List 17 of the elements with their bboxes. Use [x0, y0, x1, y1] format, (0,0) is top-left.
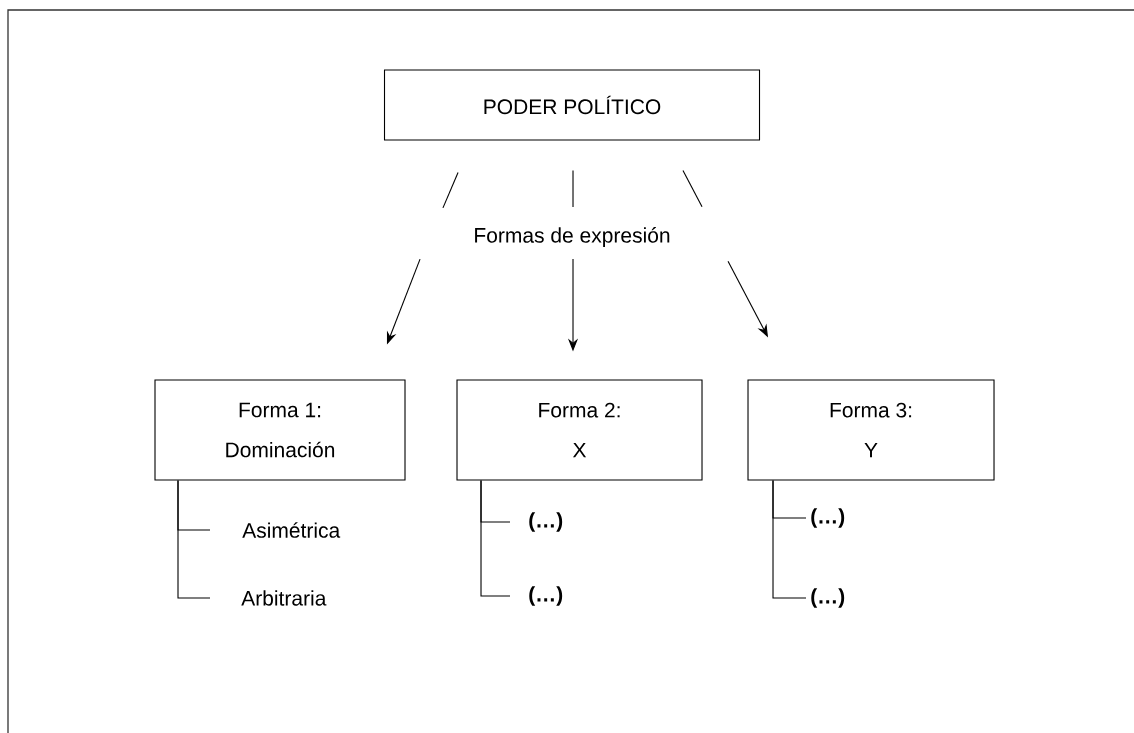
bracket-line	[480, 480, 511, 597]
branch-label: (…)	[811, 588, 845, 608]
branch-label: (…)	[529, 512, 563, 532]
process-box: Forma 3: Y	[747, 379, 995, 481]
branch-label: Arbitraria	[241, 590, 327, 606]
branch-label: (…)	[811, 508, 845, 528]
connector-line	[442, 172, 459, 209]
connector-line	[682, 170, 703, 208]
bracket-line	[772, 480, 807, 599]
center-text: Formas de expresión	[475, 227, 670, 247]
bracket-line	[177, 480, 211, 599]
connector-line	[572, 170, 574, 208]
process-box: Forma 2: X	[456, 379, 703, 481]
process-box: Forma 1: Dominación	[154, 379, 406, 481]
process-box: PODER POLÍTICO	[383, 69, 761, 141]
branch-label: (…)	[529, 586, 563, 606]
branch-label: Asimétrica	[242, 522, 341, 538]
